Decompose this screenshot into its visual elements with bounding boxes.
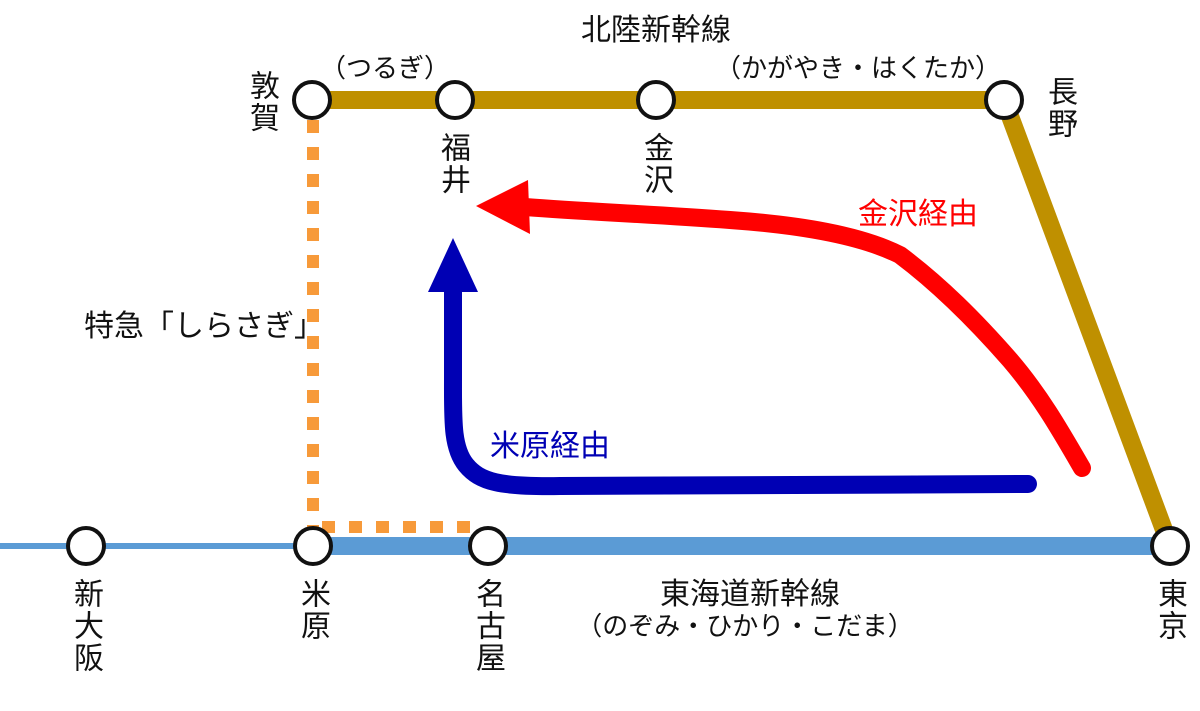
route-label-via-kanazawa: 金沢経由	[858, 197, 978, 232]
station-marker-kanazawa	[636, 80, 676, 120]
station-label-maibara: 米原	[295, 578, 330, 642]
station-marker-tokyo	[1150, 526, 1190, 566]
station-marker-shin-osaka	[66, 526, 106, 566]
station-label-nagoya: 名古屋	[470, 578, 505, 674]
station-marker-tsuruga	[292, 80, 332, 120]
hokuriku-line-name: 北陸新幹線	[581, 13, 731, 48]
station-label-tokyo: 東京	[1152, 578, 1187, 642]
route-label-via-maibara: 米原経由	[490, 429, 610, 464]
route-arrow-via-maibara	[443, 281, 1037, 496]
station-label-kanazawa: 金沢	[638, 132, 673, 196]
station-marker-nagano	[984, 80, 1024, 120]
hokuriku-service-tsurugi: （つるぎ）	[319, 54, 451, 84]
route-arrow-via-kanazawa	[516, 198, 1091, 477]
station-label-fukui: 福井	[435, 132, 470, 196]
station-marker-maibara	[293, 526, 333, 566]
route-arrow-via-maibara-head	[428, 238, 478, 292]
station-label-nagano: 長野	[1042, 76, 1077, 140]
tokaido-services: （のぞみ・ひかり・こだま）	[576, 612, 914, 642]
station-marker-fukui	[435, 80, 475, 120]
shirasagi-line-name: 特急「しらさぎ」	[84, 309, 324, 344]
route-arrow-via-kanazawa-head	[476, 180, 530, 234]
hokuriku-service-kagayaki-hakutaka: （かがやき・はくたか）	[714, 54, 1002, 84]
station-marker-nagoya	[468, 526, 508, 566]
station-label-tsuruga: 敦賀	[244, 70, 279, 134]
station-label-shin-osaka: 新大阪	[68, 578, 103, 674]
tokaido-line-name: 東海道新幹線	[660, 577, 840, 612]
